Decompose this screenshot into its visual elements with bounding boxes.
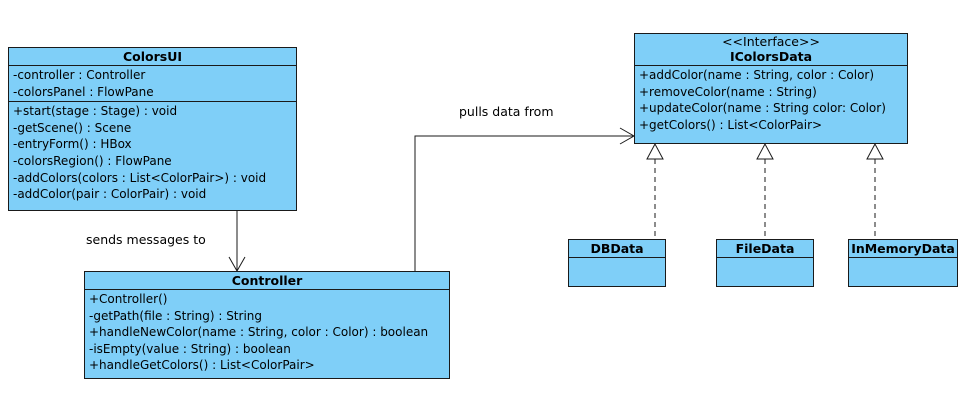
attribute: -colorsPanel : FlowPane bbox=[13, 84, 154, 99]
dbdata-realization-head bbox=[646, 142, 664, 160]
class-name: DBData bbox=[569, 240, 665, 258]
operation: +handleNewColor(name : String, color : C… bbox=[89, 325, 429, 340]
operation: +Controller() bbox=[89, 292, 168, 306]
operation: -getScene() : Scene bbox=[13, 120, 132, 135]
operation: +addColor(name : String, color : Color) bbox=[639, 68, 875, 82]
operation: +updateColor(name : String color: Color) bbox=[639, 101, 886, 116]
operation: +getColors() : List<ColorPair> bbox=[639, 117, 823, 132]
stereotype-label: <<Interface>> bbox=[722, 34, 820, 49]
class-controller[interactable]: Controller +Controller() -getPath(file :… bbox=[84, 271, 450, 379]
class-inmemorydata[interactable]: InMemoryData bbox=[848, 239, 958, 287]
class-name: IColorsData bbox=[729, 49, 813, 64]
operation: +removeColor(name : String) bbox=[639, 84, 817, 99]
attribute-section: -controller : Controller -colorsPanel : … bbox=[9, 66, 296, 103]
filedata-realization-head bbox=[756, 142, 774, 160]
class-name: FileData bbox=[717, 240, 813, 258]
class-dbdata[interactable]: DBData bbox=[568, 239, 666, 287]
operation: +start(stage : Stage) : void bbox=[13, 104, 178, 119]
pulls-relation-label: pulls data from bbox=[459, 104, 554, 119]
interface-icolorsdata[interactable]: <<Interface>> IColorsData +addColor(name… bbox=[634, 33, 908, 144]
operation: -colorsRegion() : FlowPane bbox=[13, 153, 172, 168]
interface-header: <<Interface>> IColorsData bbox=[635, 34, 907, 66]
attribute: -controller : Controller bbox=[13, 68, 146, 82]
operation: -isEmpty(value : String) : boolean bbox=[89, 341, 291, 356]
class-name: InMemoryData bbox=[849, 240, 957, 258]
operation: +handleGetColors() : List<ColorPair> bbox=[89, 358, 315, 373]
inmemorydata-realization-head bbox=[866, 142, 884, 160]
class-colorsui[interactable]: ColorsUI -controller : Controller -color… bbox=[8, 47, 297, 211]
operation: -addColors(colors : List<ColorPair>) : v… bbox=[13, 170, 267, 185]
operation: -getPath(file : String) : String bbox=[89, 308, 263, 323]
class-name: Controller bbox=[85, 272, 449, 290]
pulls-association-line bbox=[414, 135, 634, 271]
class-name: ColorsUI bbox=[9, 48, 296, 66]
operation-section: +Controller() -getPath(file : String) : … bbox=[85, 290, 449, 375]
operation-section: +start(stage : Stage) : void -getScene()… bbox=[9, 102, 296, 204]
operation-section: +addColor(name : String, color : Color) … bbox=[635, 66, 907, 134]
operation: -addColor(pair : ColorPair) : void bbox=[13, 187, 207, 202]
sends-relation-label: sends messages to bbox=[86, 232, 206, 247]
operation: -entryForm() : HBox bbox=[13, 137, 132, 152]
class-filedata[interactable]: FileData bbox=[716, 239, 814, 287]
